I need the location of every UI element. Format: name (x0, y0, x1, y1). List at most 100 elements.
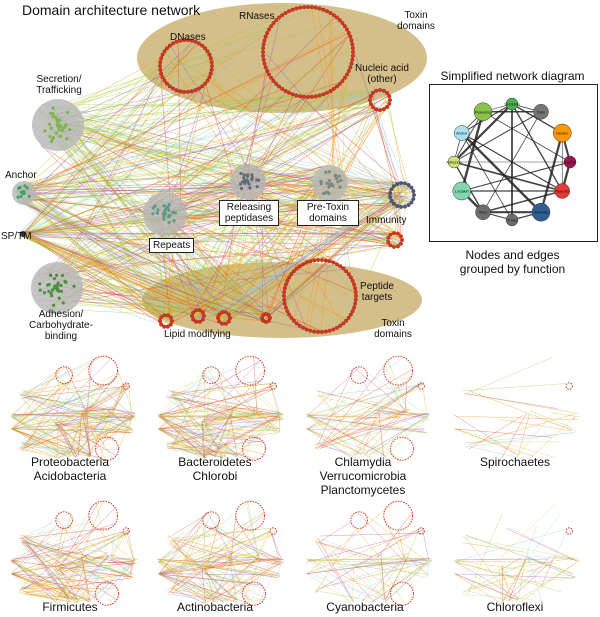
phylum-edge (115, 557, 134, 561)
network-edge (32, 195, 230, 321)
phylum-edge (551, 412, 581, 418)
network-edge (206, 50, 339, 176)
network-edge (48, 72, 162, 302)
phylum-edge (69, 558, 108, 601)
phylum-edge (55, 376, 114, 411)
phylum-toxin-ring (88, 355, 119, 386)
phylum-edge (13, 366, 66, 415)
phylum-edge (314, 408, 410, 449)
phylum-edge (321, 393, 404, 408)
phylum-toxin-ring (383, 355, 414, 386)
domain-node (159, 56, 164, 61)
phylum-edge (204, 566, 224, 603)
phylum-edge (55, 374, 87, 411)
domain-node (162, 313, 167, 318)
network-edge (163, 202, 404, 327)
phylum-edge (319, 532, 424, 537)
network-edge (25, 28, 270, 236)
domain-node (271, 78, 276, 83)
network-edge (160, 189, 401, 320)
domain-node (344, 318, 349, 323)
domain-node (170, 319, 174, 323)
phylum-edge (202, 360, 261, 423)
phylum-edge (379, 384, 419, 413)
phylum-edge (159, 428, 276, 431)
phylum-edge (465, 431, 576, 448)
network-edge (386, 92, 407, 196)
phylum-edge (468, 577, 575, 588)
domain-node (368, 94, 373, 99)
domain-node (325, 9, 329, 14)
network-edge (167, 84, 325, 190)
phylum-edge (171, 444, 265, 450)
domain-node (165, 313, 170, 318)
domain-node (395, 231, 400, 236)
phylum-edge (426, 560, 431, 578)
network-edge (269, 201, 409, 316)
phylum-edge (53, 421, 77, 454)
domain-node (19, 194, 23, 199)
domain-node (368, 98, 372, 102)
phylum-edge (159, 414, 207, 458)
phylum-edge (26, 370, 58, 395)
phylum-toxin-ring (94, 581, 120, 606)
phylum-edge (241, 382, 281, 417)
phylum-edge (456, 561, 551, 563)
phylum-edge (351, 569, 355, 600)
simplified-node-label: Other (479, 211, 489, 215)
phylum-edge (157, 415, 247, 441)
domain-node (151, 212, 155, 216)
domain-node (348, 34, 353, 39)
phylum-edge (22, 541, 129, 576)
domain-node (269, 24, 274, 29)
domain-node (274, 18, 279, 23)
network-edge (61, 72, 162, 286)
domain-node (171, 41, 175, 46)
domain-node (158, 60, 163, 65)
phylum-edge (158, 573, 237, 603)
phylum-toxin-ring (94, 436, 120, 461)
phylum-edge (207, 527, 281, 560)
domain-node (399, 205, 403, 209)
phylum-edge (242, 415, 282, 449)
domain-node (350, 42, 355, 47)
dnases-label: DNases (170, 32, 206, 43)
phylum-edge (464, 357, 553, 395)
domain-node (203, 46, 208, 51)
domain-node (325, 190, 329, 194)
domain-node (205, 49, 210, 54)
phylum-edge (55, 566, 69, 603)
domain-node (353, 297, 358, 302)
network-edge (342, 31, 349, 169)
domain-node (308, 328, 313, 333)
domain-node (345, 72, 349, 77)
domain-node (55, 273, 59, 277)
phylum-edge (235, 368, 283, 417)
phylum-edge (11, 367, 62, 429)
adhesion-label: Adhesion/ Carbohydrate- binding (29, 309, 93, 342)
phylum-edge (224, 562, 282, 601)
domain-node (308, 259, 313, 264)
phylum-edge (81, 501, 104, 556)
domain-node (162, 217, 166, 221)
phylum-edge (307, 559, 374, 602)
phylum-edge (12, 408, 89, 418)
phylum-network (453, 503, 581, 604)
phylum-edge (13, 559, 79, 602)
phylum-edge (11, 386, 124, 418)
phylum-edge (354, 417, 377, 420)
phylum-edge (23, 539, 112, 584)
phylum-edge (313, 382, 355, 444)
domain-node (378, 88, 382, 92)
phylum-edge (158, 429, 217, 457)
phylum-edge (306, 428, 352, 457)
domain-node (353, 301, 358, 306)
phylum-edge (532, 555, 577, 561)
phylum-edge (349, 383, 405, 426)
phylum-edge (506, 528, 578, 562)
simplified-node-label: Nucleic (556, 132, 568, 136)
network-edge (266, 200, 404, 315)
domain-node (250, 173, 254, 177)
domain-node (345, 27, 349, 32)
phylum-edge (207, 557, 279, 565)
